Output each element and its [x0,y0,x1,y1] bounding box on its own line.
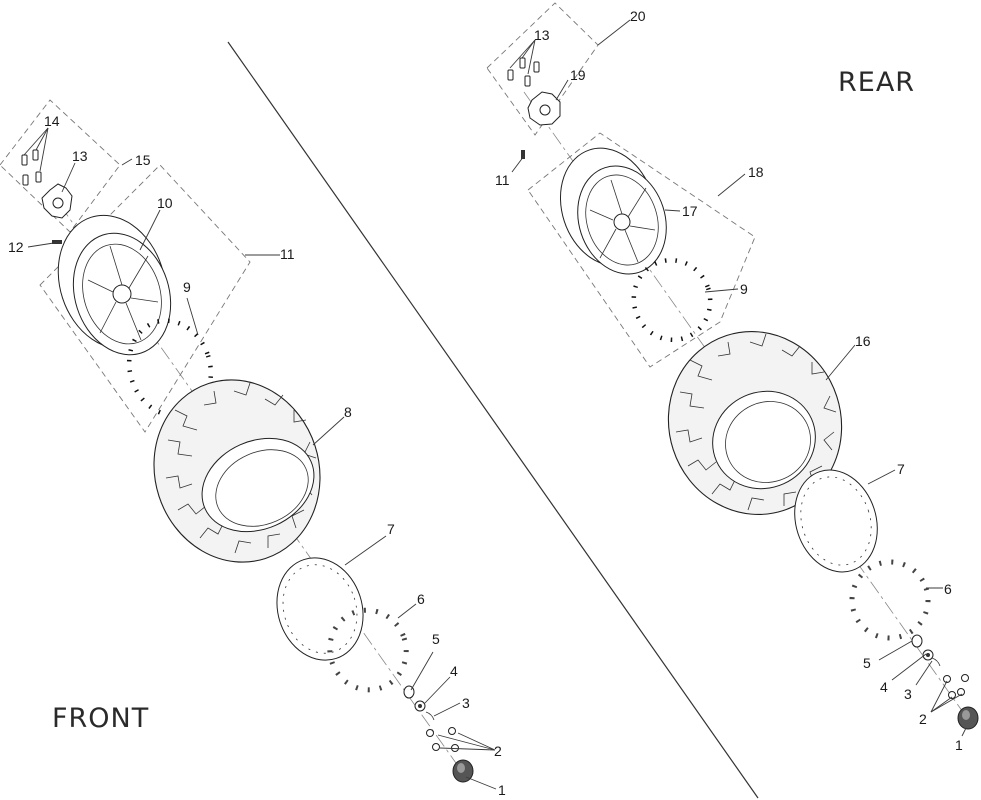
front-callouts: 1 2 3 4 5 6 7 8 9 10 11 12 13 14 15 [8,113,506,798]
callout-rear-17: 17 [682,203,698,219]
rear-callouts: 1 2 3 4 5 6 7 9 11 13 16 17 18 19 20 [495,8,963,753]
front-hub [41,183,73,219]
callout-rear-16: 16 [855,333,871,349]
rear-center-cap [957,706,979,730]
callout-rear-18: 18 [748,164,764,180]
callout-rear-11: 11 [495,172,510,188]
front-lug-nuts [426,727,459,752]
callout-front-4: 4 [450,663,458,679]
front-tire [153,379,321,563]
callout-rear-1: 1 [955,737,963,753]
section-divider [227,41,759,799]
callout-rear-20: 20 [630,8,646,24]
rear-assembly: 1 2 3 4 5 6 7 9 11 13 16 17 18 19 20 [486,2,979,753]
callout-front-15: 15 [135,152,151,168]
front-beadlock-ring [276,557,364,661]
callout-front-13: 13 [72,148,88,164]
front-cotter-pin [425,711,435,721]
rear-beadlock-bolt-ring [631,257,713,343]
callout-rear-6: 6 [944,581,952,597]
rear-beadlock-ring [794,469,878,573]
callout-front-11: 11 [280,246,295,262]
section-label-rear: REAR [838,67,915,98]
callout-rear-13: 13 [534,27,550,43]
rear-nut [922,649,934,661]
callout-front-8: 8 [344,404,352,420]
front-valve-stem [52,240,62,244]
rear-hub [527,91,561,126]
callout-rear-19: 19 [570,67,586,83]
rear-cotter-pin [931,657,941,667]
front-beadlock-bolt-ring [126,318,214,418]
callout-rear-7: 7 [897,461,905,477]
callout-rear-2: 2 [919,711,927,727]
rear-lug-nuts [943,674,969,699]
callout-front-10: 10 [157,195,173,211]
callout-rear-4: 4 [880,679,888,695]
callout-front-9: 9 [183,279,191,295]
front-assembly: 1 2 3 4 5 6 7 8 9 10 11 12 13 14 15 [0,99,506,798]
callout-front-12: 12 [8,239,24,255]
rear-washer [911,634,923,648]
front-nut [414,700,426,712]
section-label-front: FRONT [52,703,149,734]
callout-rear-9: 9 [740,281,748,297]
front-rim [57,214,172,356]
callout-front-14: 14 [44,113,60,129]
callout-rear-3: 3 [904,686,912,702]
callout-front-3: 3 [462,695,470,711]
front-leader-lines [23,127,497,790]
front-wheel-group-box [39,164,251,433]
callout-front-7: 7 [387,521,395,537]
front-wheel-studs [21,149,42,186]
rear-wheel-group-box [527,132,756,368]
callout-rear-5: 5 [863,655,871,671]
rear-wheel-studs [507,57,540,87]
rear-rim [559,147,667,275]
front-center-cap [452,759,474,783]
callout-front-6: 6 [417,591,425,607]
callout-front-1: 1 [498,782,506,798]
rear-valve-stem [521,150,525,159]
rear-tire [667,331,843,515]
rear-leader-lines [509,19,967,737]
callout-front-2: 2 [494,743,502,759]
callout-front-5: 5 [432,631,440,647]
